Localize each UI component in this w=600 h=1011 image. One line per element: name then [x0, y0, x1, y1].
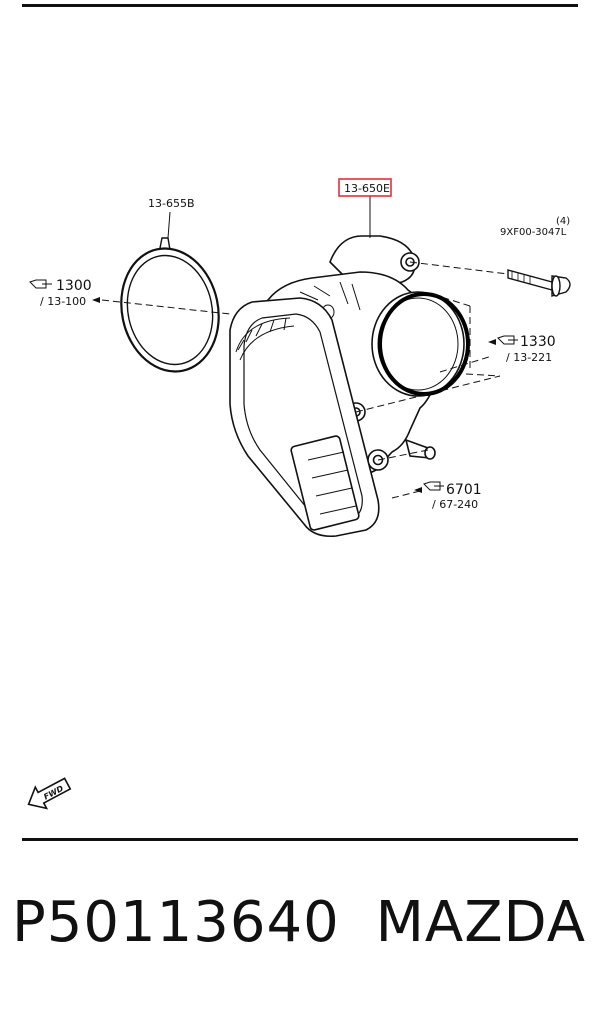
gasket-leader-line [167, 211, 171, 239]
throttle-body-diagram: 13-655B 13-650E (4) 9XF00-3047L 1300 / 1… [27, 178, 571, 810]
gasket-ring [120, 237, 220, 373]
callout-ref-bottom-sub: / 67-240 [432, 498, 478, 511]
callout-throttle-body: 13-650E [344, 182, 390, 195]
callout-ref-left-number: 1300 [56, 278, 92, 294]
bottom-divider [22, 838, 578, 841]
ref-right-pointer-icon [488, 339, 496, 345]
footer: P50113640 MAZDA [0, 890, 600, 980]
callout-bolt-qty: (4) [556, 216, 570, 227]
callout-ref-bottom-number: 6701 [446, 482, 482, 498]
ref-bottom-arrow-icon [423, 481, 444, 491]
callout-ref-right-sub: / 13-221 [506, 351, 552, 364]
callout-gasket: 13-655B [148, 197, 195, 210]
ref-left-arrow-icon [29, 279, 52, 289]
ref-bottom-pointer-icon [414, 487, 422, 493]
fwd-direction-icon: FWD [27, 777, 72, 810]
bolt [507, 269, 571, 297]
ref-right-arrow-icon [497, 335, 518, 345]
callout-ref-left-sub: / 13-100 [40, 295, 86, 308]
part-number: P50113640 [12, 890, 340, 955]
ref-left-pointer-icon [92, 297, 100, 303]
callout-ref-right-number: 1330 [520, 334, 556, 350]
actuator-housing [229, 297, 380, 538]
brand-name: MAZDA [375, 890, 586, 955]
top-divider [22, 4, 578, 7]
callout-bolt: 9XF00-3047L [500, 227, 567, 238]
callout-highlight-box [338, 178, 392, 197]
